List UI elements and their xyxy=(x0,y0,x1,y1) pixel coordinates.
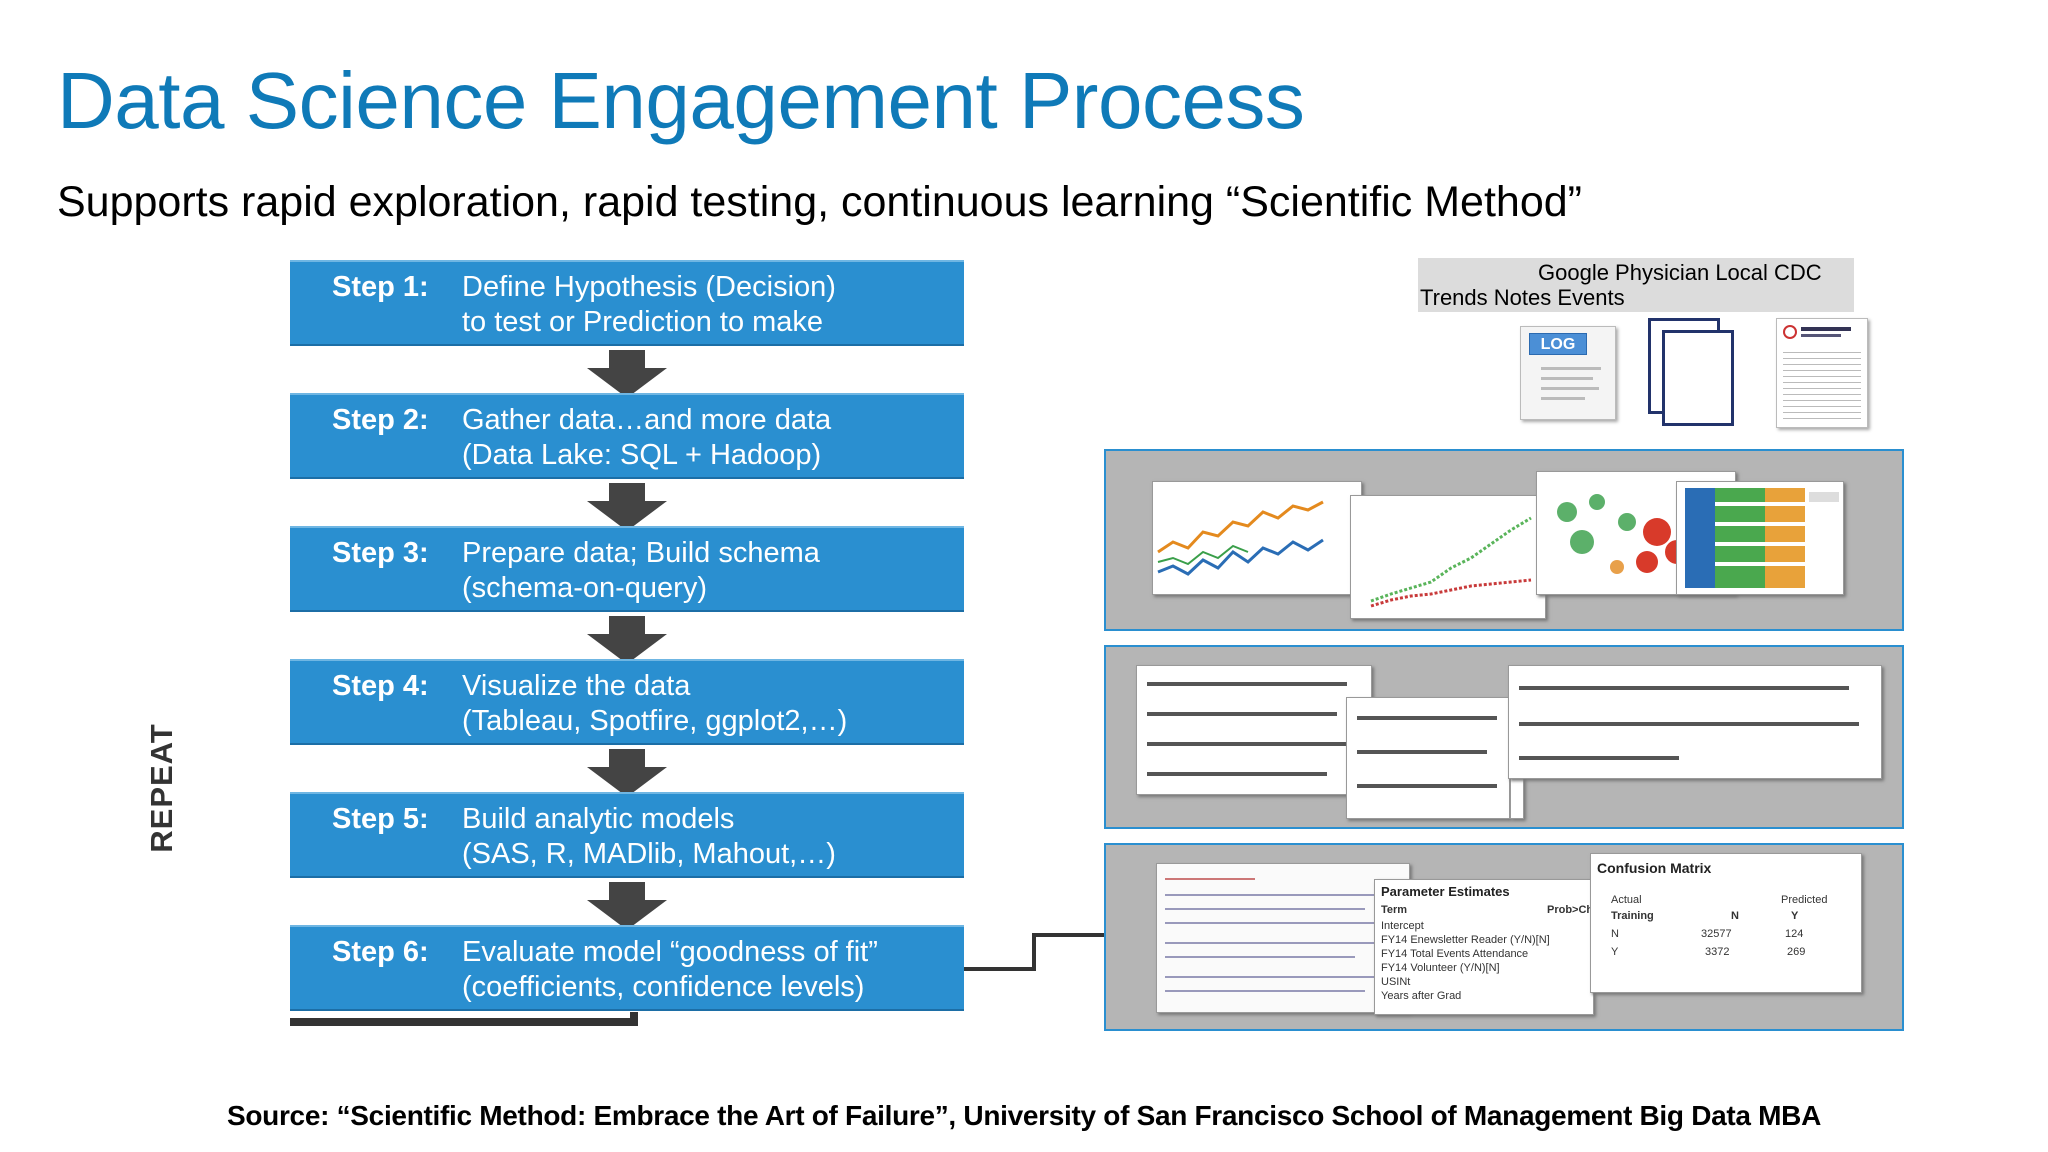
step-4-line1: Visualize the data xyxy=(462,670,691,702)
equation-sheet-1 xyxy=(1136,665,1372,795)
cm-row-label: N xyxy=(1611,928,1619,940)
cm-cell: 3372 xyxy=(1705,946,1730,958)
step-6-line1: Evaluate model “goodness of fit” xyxy=(462,936,878,968)
param-row: FY14 Enewsletter Reader (Y/N)[N] xyxy=(1381,934,1550,946)
r-output-thumbnail xyxy=(1156,863,1410,1013)
cm-cell: 32577 xyxy=(1701,928,1732,940)
equations-panel xyxy=(1104,645,1904,829)
cm-cell: 124 xyxy=(1785,928,1804,940)
step-4-label: Step 4: xyxy=(332,670,429,702)
log-file-icon: LOG xyxy=(1520,326,1616,420)
down-arrow-icon xyxy=(587,483,667,531)
evaluation-panel: Parameter Estimates Term Prob>Chi Interc… xyxy=(1104,843,1904,1031)
down-arrow-icon xyxy=(587,350,667,398)
param-col-prob: Prob>Chi xyxy=(1547,904,1594,916)
scatter-chart-thumbnail xyxy=(1350,495,1546,619)
equation-sheet-3 xyxy=(1508,665,1882,779)
step-6-line2: (coefficients, confidence levels) xyxy=(462,971,865,1003)
cm-predicted: Predicted xyxy=(1781,894,1828,906)
step-3-line1: Prepare data; Build schema xyxy=(462,537,820,569)
line-chart-thumbnail xyxy=(1152,481,1362,595)
step-3-label: Step 3: xyxy=(332,537,429,569)
step-2-box: Step 2: Gather data…and more data (Data … xyxy=(290,393,964,479)
cm-training: Training xyxy=(1611,910,1654,922)
param-row: USINt xyxy=(1381,976,1411,988)
cm-row-label: Y xyxy=(1611,946,1619,958)
equation-sheet-2 xyxy=(1346,697,1510,819)
repeat-loop-line xyxy=(630,1012,638,1026)
step-1-box: Step 1: Define Hypothesis (Decision) to … xyxy=(290,260,964,346)
down-arrow-icon xyxy=(587,616,667,664)
step-1-line1: Define Hypothesis (Decision) xyxy=(462,271,836,303)
cm-title: Confusion Matrix xyxy=(1597,860,1712,876)
param-row: Intercept xyxy=(1381,920,1424,932)
down-arrow-icon xyxy=(587,749,667,797)
step-5-box: Step 5: Build analytic models (SAS, R, M… xyxy=(290,792,964,878)
cm-cell: 269 xyxy=(1787,946,1806,958)
heatmap-thumbnail xyxy=(1676,481,1844,595)
events-table-icon xyxy=(1776,318,1868,428)
step-3-line2: (schema-on-query) xyxy=(462,572,707,604)
step-4-line2: (Tableau, Spotfire, ggplot2,…) xyxy=(462,705,848,737)
down-arrow-icon xyxy=(587,882,667,930)
step-2-label: Step 2: xyxy=(332,404,429,436)
param-title: Parameter Estimates xyxy=(1381,884,1510,899)
log-badge: LOG xyxy=(1529,333,1587,355)
step-5-label: Step 5: xyxy=(332,803,429,835)
parameter-estimates-table: Parameter Estimates Term Prob>Chi Interc… xyxy=(1374,879,1594,1015)
repeat-label: REPEAT xyxy=(144,723,179,853)
data-sources-row2: Trends Notes Events xyxy=(1420,285,1625,310)
step-2-line2: (Data Lake: SQL + Hadoop) xyxy=(462,439,822,471)
repeat-loop-line xyxy=(290,1018,636,1026)
slide-subtitle: Supports rapid exploration, rapid testin… xyxy=(57,178,1582,226)
visualization-panel xyxy=(1104,449,1904,631)
confusion-matrix-table: Confusion Matrix Actual Predicted Traini… xyxy=(1590,853,1862,993)
cm-col: Y xyxy=(1791,910,1799,922)
data-sources-caption: Google Physician Local CDC Trends Notes … xyxy=(1418,258,1854,312)
notes-pages-icon xyxy=(1648,318,1738,428)
connector-line xyxy=(964,933,1108,971)
step-4-box: Step 4: Visualize the data (Tableau, Spo… xyxy=(290,659,964,745)
slide-title: Data Science Engagement Process xyxy=(57,56,1305,145)
step-1-line2: to test or Prediction to make xyxy=(462,306,824,338)
cm-actual: Actual xyxy=(1611,894,1642,906)
step-2-line1: Gather data…and more data xyxy=(462,404,832,436)
data-sources-row1: Google Physician Local CDC xyxy=(1538,260,1822,285)
step-6-box: Step 6: Evaluate model “goodness of fit”… xyxy=(290,925,964,1011)
param-row: Years after Grad xyxy=(1381,990,1462,1002)
step-6-label: Step 6: xyxy=(332,936,429,968)
param-row: FY14 Total Events Attendance xyxy=(1381,948,1529,960)
cm-col: N xyxy=(1731,910,1739,922)
step-3-box: Step 3: Prepare data; Build schema (sche… xyxy=(290,526,964,612)
param-col-term: Term xyxy=(1381,904,1408,916)
step-1-label: Step 1: xyxy=(332,271,429,303)
step-5-line2: (SAS, R, MADlib, Mahout,…) xyxy=(462,838,836,870)
source-citation: Source: “Scientific Method: Embrace the … xyxy=(226,1100,1822,1131)
step-5-line1: Build analytic models xyxy=(462,803,735,835)
param-row: FY14 Volunteer (Y/N)[N] xyxy=(1381,962,1500,974)
process-flow: Step 1: Define Hypothesis (Decision) to … xyxy=(290,260,964,1030)
